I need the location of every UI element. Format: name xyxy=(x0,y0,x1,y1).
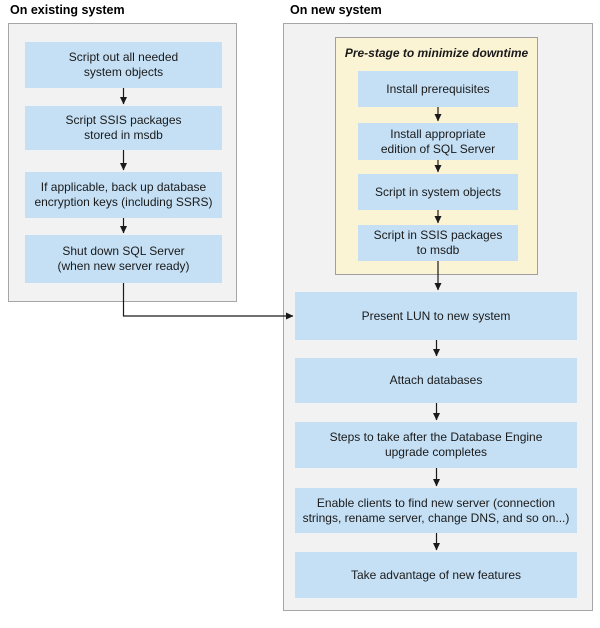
step-enable-clients: Enable clients to find new server (conne… xyxy=(295,488,577,533)
step-install-prerequisites: Install prerequisites xyxy=(358,71,518,107)
step-attach-databases: Attach databases xyxy=(295,358,577,403)
step-post-upgrade-steps: Steps to take after the Database Engine … xyxy=(295,422,577,468)
step-script-ssis-packages: Script SSIS packages stored in msdb xyxy=(25,106,222,150)
step-script-out-system-objects: Script out all needed system objects xyxy=(25,42,222,88)
step-script-in-ssis-packages: Script in SSIS packages to msdb xyxy=(358,225,518,261)
step-install-sql-edition: Install appropriate edition of SQL Serve… xyxy=(358,123,518,160)
step-backup-encryption-keys: If applicable, back up database encrypti… xyxy=(25,172,222,218)
step-script-in-system-objects: Script in system objects xyxy=(358,174,518,210)
existing-system-header: On existing system xyxy=(10,3,125,17)
step-present-lun: Present LUN to new system xyxy=(295,292,577,340)
prestage-title: Pre-stage to minimize downtime xyxy=(344,46,529,60)
step-take-advantage-features: Take advantage of new features xyxy=(295,552,577,598)
new-system-header: On new system xyxy=(290,3,382,17)
step-shut-down-sql-server: Shut down SQL Server (when new server re… xyxy=(25,235,222,283)
